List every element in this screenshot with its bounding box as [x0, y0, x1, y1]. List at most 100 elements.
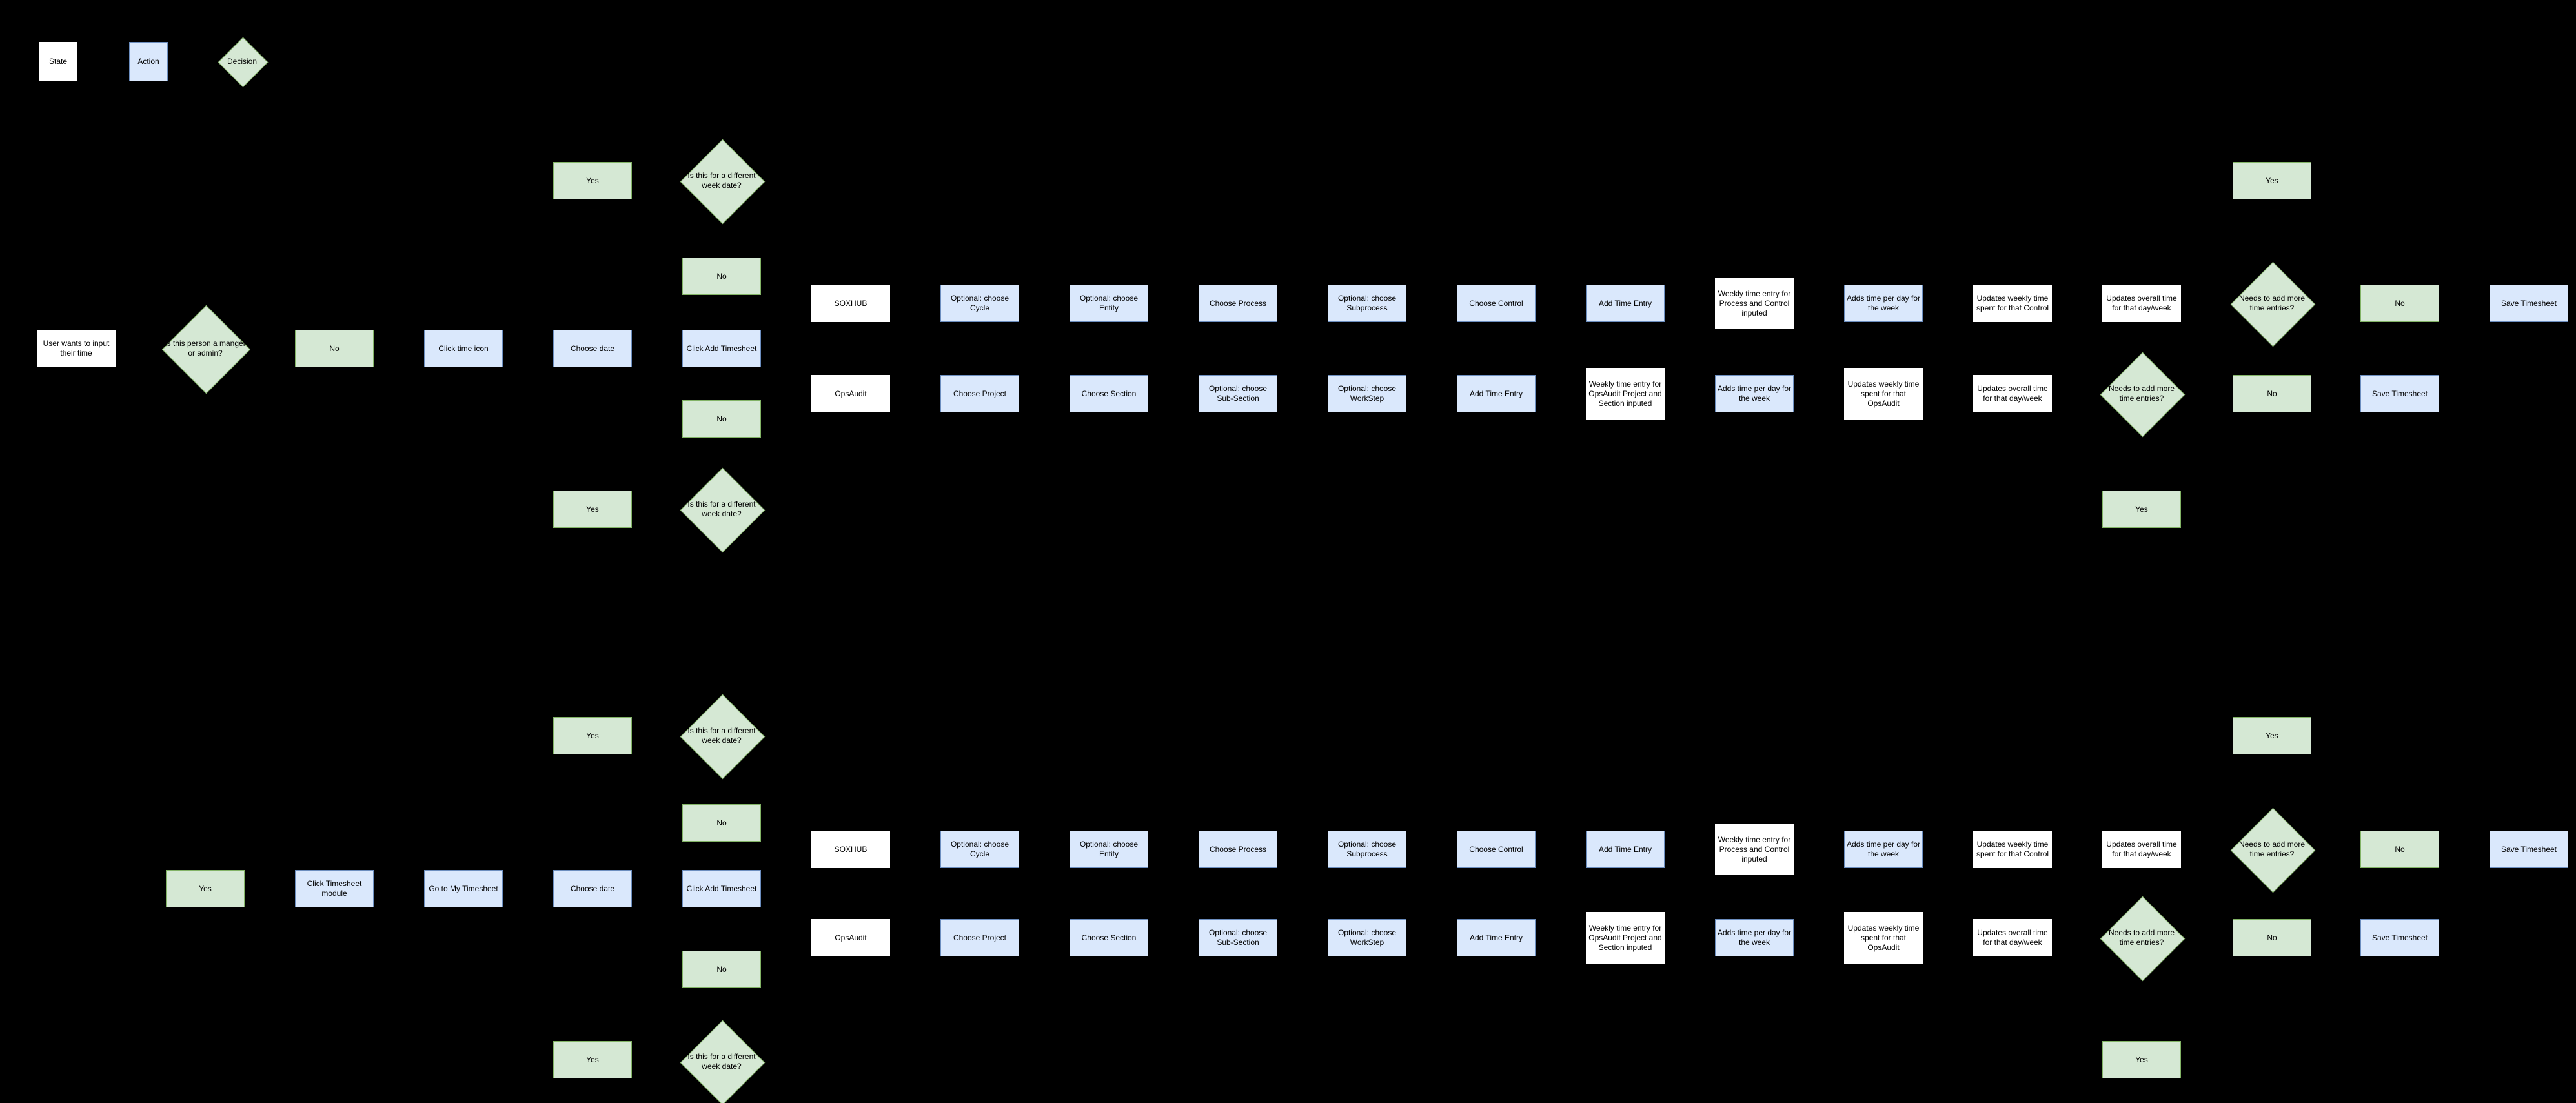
action-save-timesheet-ops-1: Save Timesheet — [2360, 375, 2439, 412]
answer-no-week-1a-label: No — [716, 271, 727, 281]
action-choose-sub-section-1: Optional: choose Sub-Section — [1199, 375, 1277, 412]
decision-different-week-2b-label: Is this for a different week date? — [687, 1052, 756, 1071]
state-updates-overall-ops-1-label: Updates overall time for that day/week — [1977, 384, 2048, 403]
legend-action-label: Action — [137, 56, 159, 66]
answer-no-more-ops-1: No — [2233, 375, 2311, 412]
action-choose-section-1-label: Choose Section — [1081, 389, 1137, 398]
state-weekly-entry-ops-2-label: Weekly time entry for OpsAudit Project a… — [1588, 923, 1662, 952]
state-updates-weekly-control-2-label: Updates weekly time spent for that Contr… — [1976, 840, 2049, 858]
answer-yes-week-2a: Yes — [553, 717, 632, 754]
answer-yes-week-1a-label: Yes — [586, 176, 599, 185]
action-choose-entity-1-label: Optional: choose Entity — [1079, 294, 1139, 312]
answer-no-more-sox-1: No — [2360, 285, 2439, 322]
action-choose-process-2-label: Choose Process — [1209, 844, 1267, 854]
decision-more-entries-ops-2-label: Needs to add more time entries? — [2108, 928, 2175, 947]
state-weekly-entry-ops-2: Weekly time entry for OpsAudit Project a… — [1586, 912, 1665, 964]
action-adds-time-per-day-sox-1-label: Adds time per day for the week — [1846, 294, 1921, 312]
action-adds-time-per-day-ops-1-label: Adds time per day for the week — [1717, 384, 1792, 403]
answer-yes-more-ops-2-label: Yes — [2135, 1055, 2148, 1064]
action-add-time-entry-sox-2-label: Add Time Entry — [1598, 844, 1652, 854]
action-choose-entity-2-label: Optional: choose Entity — [1079, 840, 1139, 858]
state-updates-overall-sox-2-label: Updates overall time for that day/week — [2106, 840, 2177, 858]
state-soxhub-2: SOXHUB — [811, 831, 890, 868]
action-choose-sub-section-1-label: Optional: choose Sub-Section — [1208, 384, 1268, 403]
answer-no-more-sox-2-label: No — [2395, 844, 2405, 854]
state-opsaudit-2-label: OpsAudit — [835, 933, 867, 942]
action-choose-process-1-label: Choose Process — [1209, 298, 1267, 308]
decision-different-week-1b-label: Is this for a different week date? — [687, 500, 756, 518]
action-add-time-entry-sox-1-label: Add Time Entry — [1598, 298, 1652, 308]
action-choose-control-2: Choose Control — [1457, 831, 1536, 868]
decision-more-entries-ops-2: Needs to add more time entries? — [2100, 896, 2186, 982]
action-choose-subprocess-2-label: Optional: choose Subprocess — [1337, 840, 1397, 858]
action-click-add-timesheet-2-label: Click Add Timesheet — [686, 884, 757, 893]
action-choose-process-2: Choose Process — [1199, 831, 1277, 868]
state-weekly-entry-ops-1-label: Weekly time entry for OpsAudit Project a… — [1588, 379, 1662, 408]
answer-no-more-ops-1-label: No — [2267, 389, 2277, 398]
state-updates-weekly-opsaudit-2-label: Updates weekly time spent for that OpsAu… — [1847, 923, 1920, 952]
action-add-time-entry-sox-1: Add Time Entry — [1586, 285, 1665, 322]
answer-no-week-2b-label: No — [716, 964, 727, 974]
answer-yes-more-sox-2: Yes — [2233, 717, 2311, 754]
answer-no-manager: No — [295, 330, 374, 367]
action-choose-subprocess-1: Optional: choose Subprocess — [1328, 285, 1406, 322]
state-weekly-entry-sox-1: Weekly time entry for Process and Contro… — [1715, 278, 1794, 329]
decision-different-week-2a: Is this for a different week date? — [680, 694, 766, 780]
action-save-timesheet-ops-2-label: Save Timesheet — [2371, 933, 2428, 942]
action-choose-control-1: Choose Control — [1457, 285, 1536, 322]
answer-no-week-2b: No — [682, 951, 761, 988]
state-updates-weekly-opsaudit-1: Updates weekly time spent for that OpsAu… — [1844, 368, 1923, 420]
state-updates-overall-sox-1: Updates overall time for that day/week — [2102, 285, 2181, 322]
action-choose-cycle-2-label: Optional: choose Cycle — [950, 840, 1009, 858]
state-weekly-entry-sox-1-label: Weekly time entry for Process and Contro… — [1718, 288, 1791, 318]
legend-decision: Decision — [218, 37, 269, 88]
action-save-timesheet-sox-2-label: Save Timesheet — [2500, 844, 2557, 854]
action-choose-workstep-2-label: Optional: choose WorkStep — [1337, 928, 1397, 947]
answer-yes-more-sox-1-label: Yes — [2266, 176, 2278, 185]
action-choose-sub-section-2-label: Optional: choose Sub-Section — [1208, 928, 1268, 947]
answer-yes-week-1a: Yes — [553, 162, 632, 199]
action-adds-time-per-day-ops-2-label: Adds time per day for the week — [1717, 928, 1792, 947]
legend-action: Action — [129, 41, 168, 81]
state-updates-overall-sox-2: Updates overall time for that day/week — [2102, 831, 2181, 868]
action-choose-date-2: Choose date — [553, 870, 632, 907]
action-choose-section-2: Choose Section — [1070, 919, 1148, 956]
state-user-wants-input-time: User wants to input their time — [37, 330, 116, 367]
state-user-wants-input-time-label: User wants to input their time — [43, 339, 110, 358]
action-go-to-my-timesheet: Go to My Timesheet — [424, 870, 503, 907]
decision-more-entries-sox-2: Needs to add more time entries? — [2230, 807, 2316, 893]
state-opsaudit-2: OpsAudit — [811, 919, 890, 956]
action-choose-section-1: Choose Section — [1070, 375, 1148, 412]
action-choose-date-1-label: Choose date — [570, 343, 615, 353]
action-choose-sub-section-2: Optional: choose Sub-Section — [1199, 919, 1277, 956]
action-click-add-timesheet-2: Click Add Timesheet — [682, 870, 761, 907]
decision-different-week-1a-label: Is this for a different week date? — [687, 171, 756, 190]
answer-no-more-sox-1-label: No — [2395, 298, 2405, 308]
action-add-time-entry-sox-2: Add Time Entry — [1586, 831, 1665, 868]
state-updates-weekly-control-1: Updates weekly time spent for that Contr… — [1973, 285, 2052, 322]
action-save-timesheet-sox-2: Save Timesheet — [2490, 831, 2568, 868]
action-choose-date-2-label: Choose date — [570, 884, 615, 893]
state-soxhub-2-label: SOXHUB — [834, 844, 867, 854]
action-click-add-timesheet-1-label: Click Add Timesheet — [686, 343, 757, 353]
answer-yes-manager: Yes — [166, 870, 245, 907]
answer-yes-week-2b: Yes — [553, 1041, 632, 1078]
decision-manager-or-admin: Is this person a manger or admin? — [161, 305, 251, 394]
action-add-time-entry-ops-1-label: Add Time Entry — [1469, 389, 1523, 398]
action-choose-workstep-1: Optional: choose WorkStep — [1328, 375, 1406, 412]
decision-different-week-1b: Is this for a different week date? — [680, 467, 766, 553]
answer-no-week-1b-label: No — [716, 414, 727, 423]
answer-no-week-1b: No — [682, 400, 761, 438]
legend-decision-label: Decision — [227, 56, 258, 66]
decision-manager-or-admin-label: Is this person a manger or admin? — [165, 339, 246, 358]
decision-different-week-2a-label: Is this for a different week date? — [687, 726, 756, 745]
action-choose-section-2-label: Choose Section — [1081, 933, 1137, 942]
action-save-timesheet-sox-1: Save Timesheet — [2490, 285, 2568, 322]
decision-different-week-2b: Is this for a different week date? — [680, 1020, 766, 1103]
action-choose-project-1: Choose Project — [940, 375, 1019, 412]
action-click-timesheet-module: Click Timesheet module — [295, 870, 374, 907]
answer-yes-week-2b-label: Yes — [586, 1055, 599, 1064]
answer-yes-more-ops-1-label: Yes — [2135, 504, 2148, 514]
state-updates-weekly-control-2: Updates weekly time spent for that Contr… — [1973, 831, 2052, 868]
